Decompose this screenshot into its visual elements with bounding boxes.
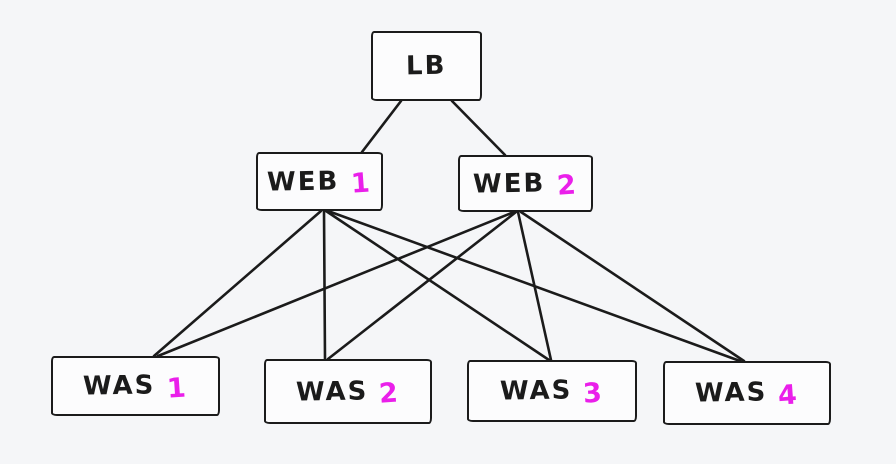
node-web1: WEB 1 — [256, 152, 383, 211]
edge-web2-was2 — [326, 210, 518, 361]
edge-web2-was1 — [156, 210, 516, 358]
edge-web2-was3 — [516, 210, 553, 362]
node-was1-label: WAS — [83, 370, 157, 402]
node-was4-label: WAS — [694, 377, 768, 409]
node-was3-label: WAS — [499, 375, 573, 407]
node-web1-number: 1 — [349, 167, 373, 200]
node-lb-label: LB — [406, 50, 447, 82]
edge-web1-was1 — [152, 209, 323, 358]
node-web2: WEB 2 — [458, 155, 593, 212]
node-was1-number: 1 — [165, 371, 189, 405]
node-was3: WAS 3 — [467, 360, 637, 422]
node-web2-number: 2 — [555, 169, 579, 202]
edge-web1-was3 — [324, 209, 551, 362]
node-web2-label: WEB — [473, 167, 546, 200]
node-was2: WAS 2 — [264, 359, 432, 424]
node-was3-number: 3 — [582, 376, 606, 410]
node-was4: WAS 4 — [663, 361, 831, 425]
edge-web2-was4 — [519, 210, 746, 363]
node-web1-label: WEB — [267, 165, 340, 198]
node-was2-number: 2 — [378, 377, 402, 410]
edge-lb-web1 — [360, 99, 403, 154]
node-was4-number: 4 — [777, 378, 801, 412]
node-lb: LB — [371, 31, 482, 101]
edge-web1-was2 — [322, 209, 327, 361]
edge-lb-web2 — [450, 99, 507, 157]
node-was2-label: WAS — [295, 375, 369, 408]
node-was1: WAS 1 — [51, 356, 220, 416]
